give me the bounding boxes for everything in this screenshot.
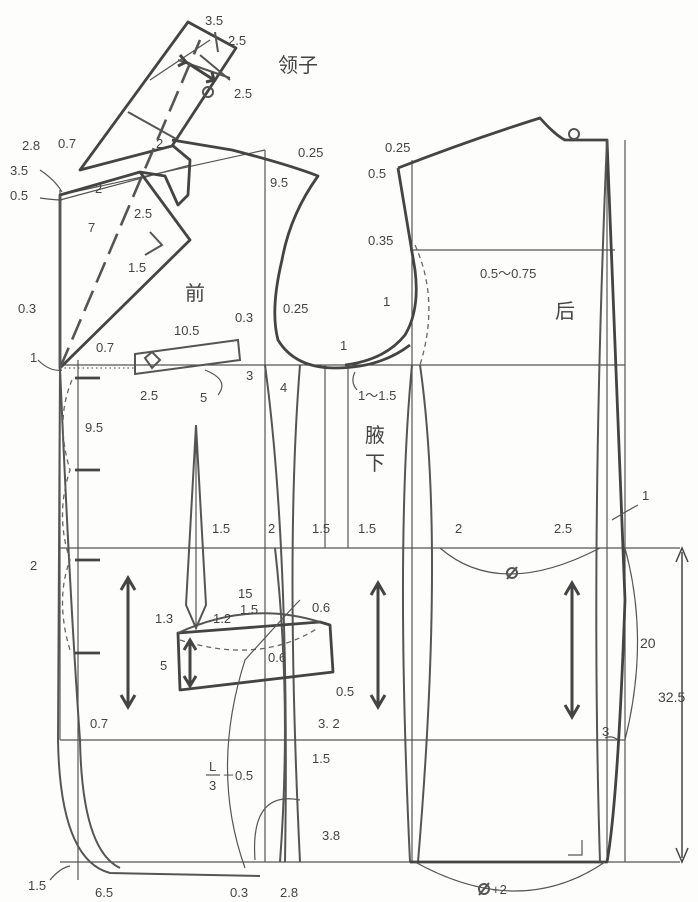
label: 9.5 (270, 175, 288, 190)
underarm-title-1: 腋 (365, 423, 385, 447)
leader-lines (37, 169, 639, 881)
underarm (344, 167, 434, 863)
label: 2.5 (554, 521, 572, 536)
label: 0.7 (58, 136, 76, 151)
label: 2.5 (134, 206, 152, 221)
label: 1 (383, 294, 390, 309)
label: 9.5 (85, 420, 103, 435)
label: 0.5～0.75 (480, 266, 536, 281)
label: 2 (156, 136, 163, 151)
label: 1.5 (312, 751, 330, 766)
label: 2.5 (234, 86, 252, 101)
titles: 领子 前 后 腋 下 (185, 53, 575, 475)
front-body (56, 39, 411, 877)
label: 2 (268, 521, 275, 536)
label: L (209, 759, 216, 774)
label: 3.5 (10, 163, 28, 178)
label: 1 (340, 338, 347, 353)
label: 1.5 (28, 878, 46, 893)
label: 1～1.5 (358, 388, 396, 403)
label: 2.5 (140, 388, 158, 403)
label: 6.5 (95, 885, 113, 900)
label: 3 (246, 368, 253, 383)
label: 1.2 (213, 611, 231, 626)
label: 1.5 (312, 521, 330, 536)
label: 0.3 (235, 310, 253, 325)
label: 10.5 (174, 323, 199, 338)
label: 7 (88, 220, 95, 235)
label: 32.5 (658, 689, 685, 705)
label: 2 (95, 181, 102, 196)
back-body (397, 116, 639, 892)
label: －0.5 (222, 768, 253, 783)
label: 3 (602, 724, 609, 739)
label: 0.7 (90, 716, 108, 731)
dimension-labels: 3.5 2.5 2.5 2 2.8 0.7 3.5 2 0.5 7 2.5 1.… (10, 13, 685, 900)
label: 2.5 (228, 33, 246, 48)
label: 2.8 (280, 885, 298, 900)
label: 1.5 (358, 521, 376, 536)
label: 0.5 (10, 188, 28, 203)
phi-symbols (478, 566, 518, 896)
collar (78, 20, 238, 172)
label: 20 (640, 635, 656, 651)
label: 1.5 (240, 602, 258, 617)
label: 5 (200, 390, 207, 405)
label: 3 (209, 778, 216, 793)
label: 0.5 (336, 684, 354, 699)
label: 3. 2 (318, 716, 340, 731)
front-title: 前 (185, 281, 205, 305)
label: 1.5 (212, 521, 230, 536)
label: 2 (30, 558, 37, 573)
label: 0.35 (368, 233, 393, 248)
label: +2 (492, 882, 507, 897)
label: 1.5 (128, 260, 146, 275)
label: 0.25 (385, 140, 410, 155)
label: 0.5 (368, 166, 386, 181)
label: 1 (30, 350, 37, 365)
label: 0.25 (298, 145, 323, 160)
collar-title: 领子 (278, 53, 318, 77)
label: 2.8 (22, 138, 40, 153)
back-title: 后 (555, 299, 575, 323)
right-dimensions (675, 546, 689, 864)
label: 0.3 (18, 301, 36, 316)
label: 3.8 (322, 828, 340, 843)
label: 0.6 (268, 650, 286, 665)
label: 4 (280, 380, 287, 395)
label: 15 (238, 586, 252, 601)
label: 5 (160, 658, 167, 673)
label: 1 (642, 488, 649, 503)
label: 0.7 (96, 340, 114, 355)
construction-lines (59, 140, 680, 880)
underarm-title-2: 下 (365, 451, 385, 475)
label: 0.25 (283, 301, 308, 316)
label: 2 (455, 521, 462, 536)
label: 3.5 (205, 13, 223, 28)
label: 0.3 (230, 885, 248, 900)
label: 0.6 (312, 600, 330, 615)
label: 1.3 (155, 611, 173, 626)
